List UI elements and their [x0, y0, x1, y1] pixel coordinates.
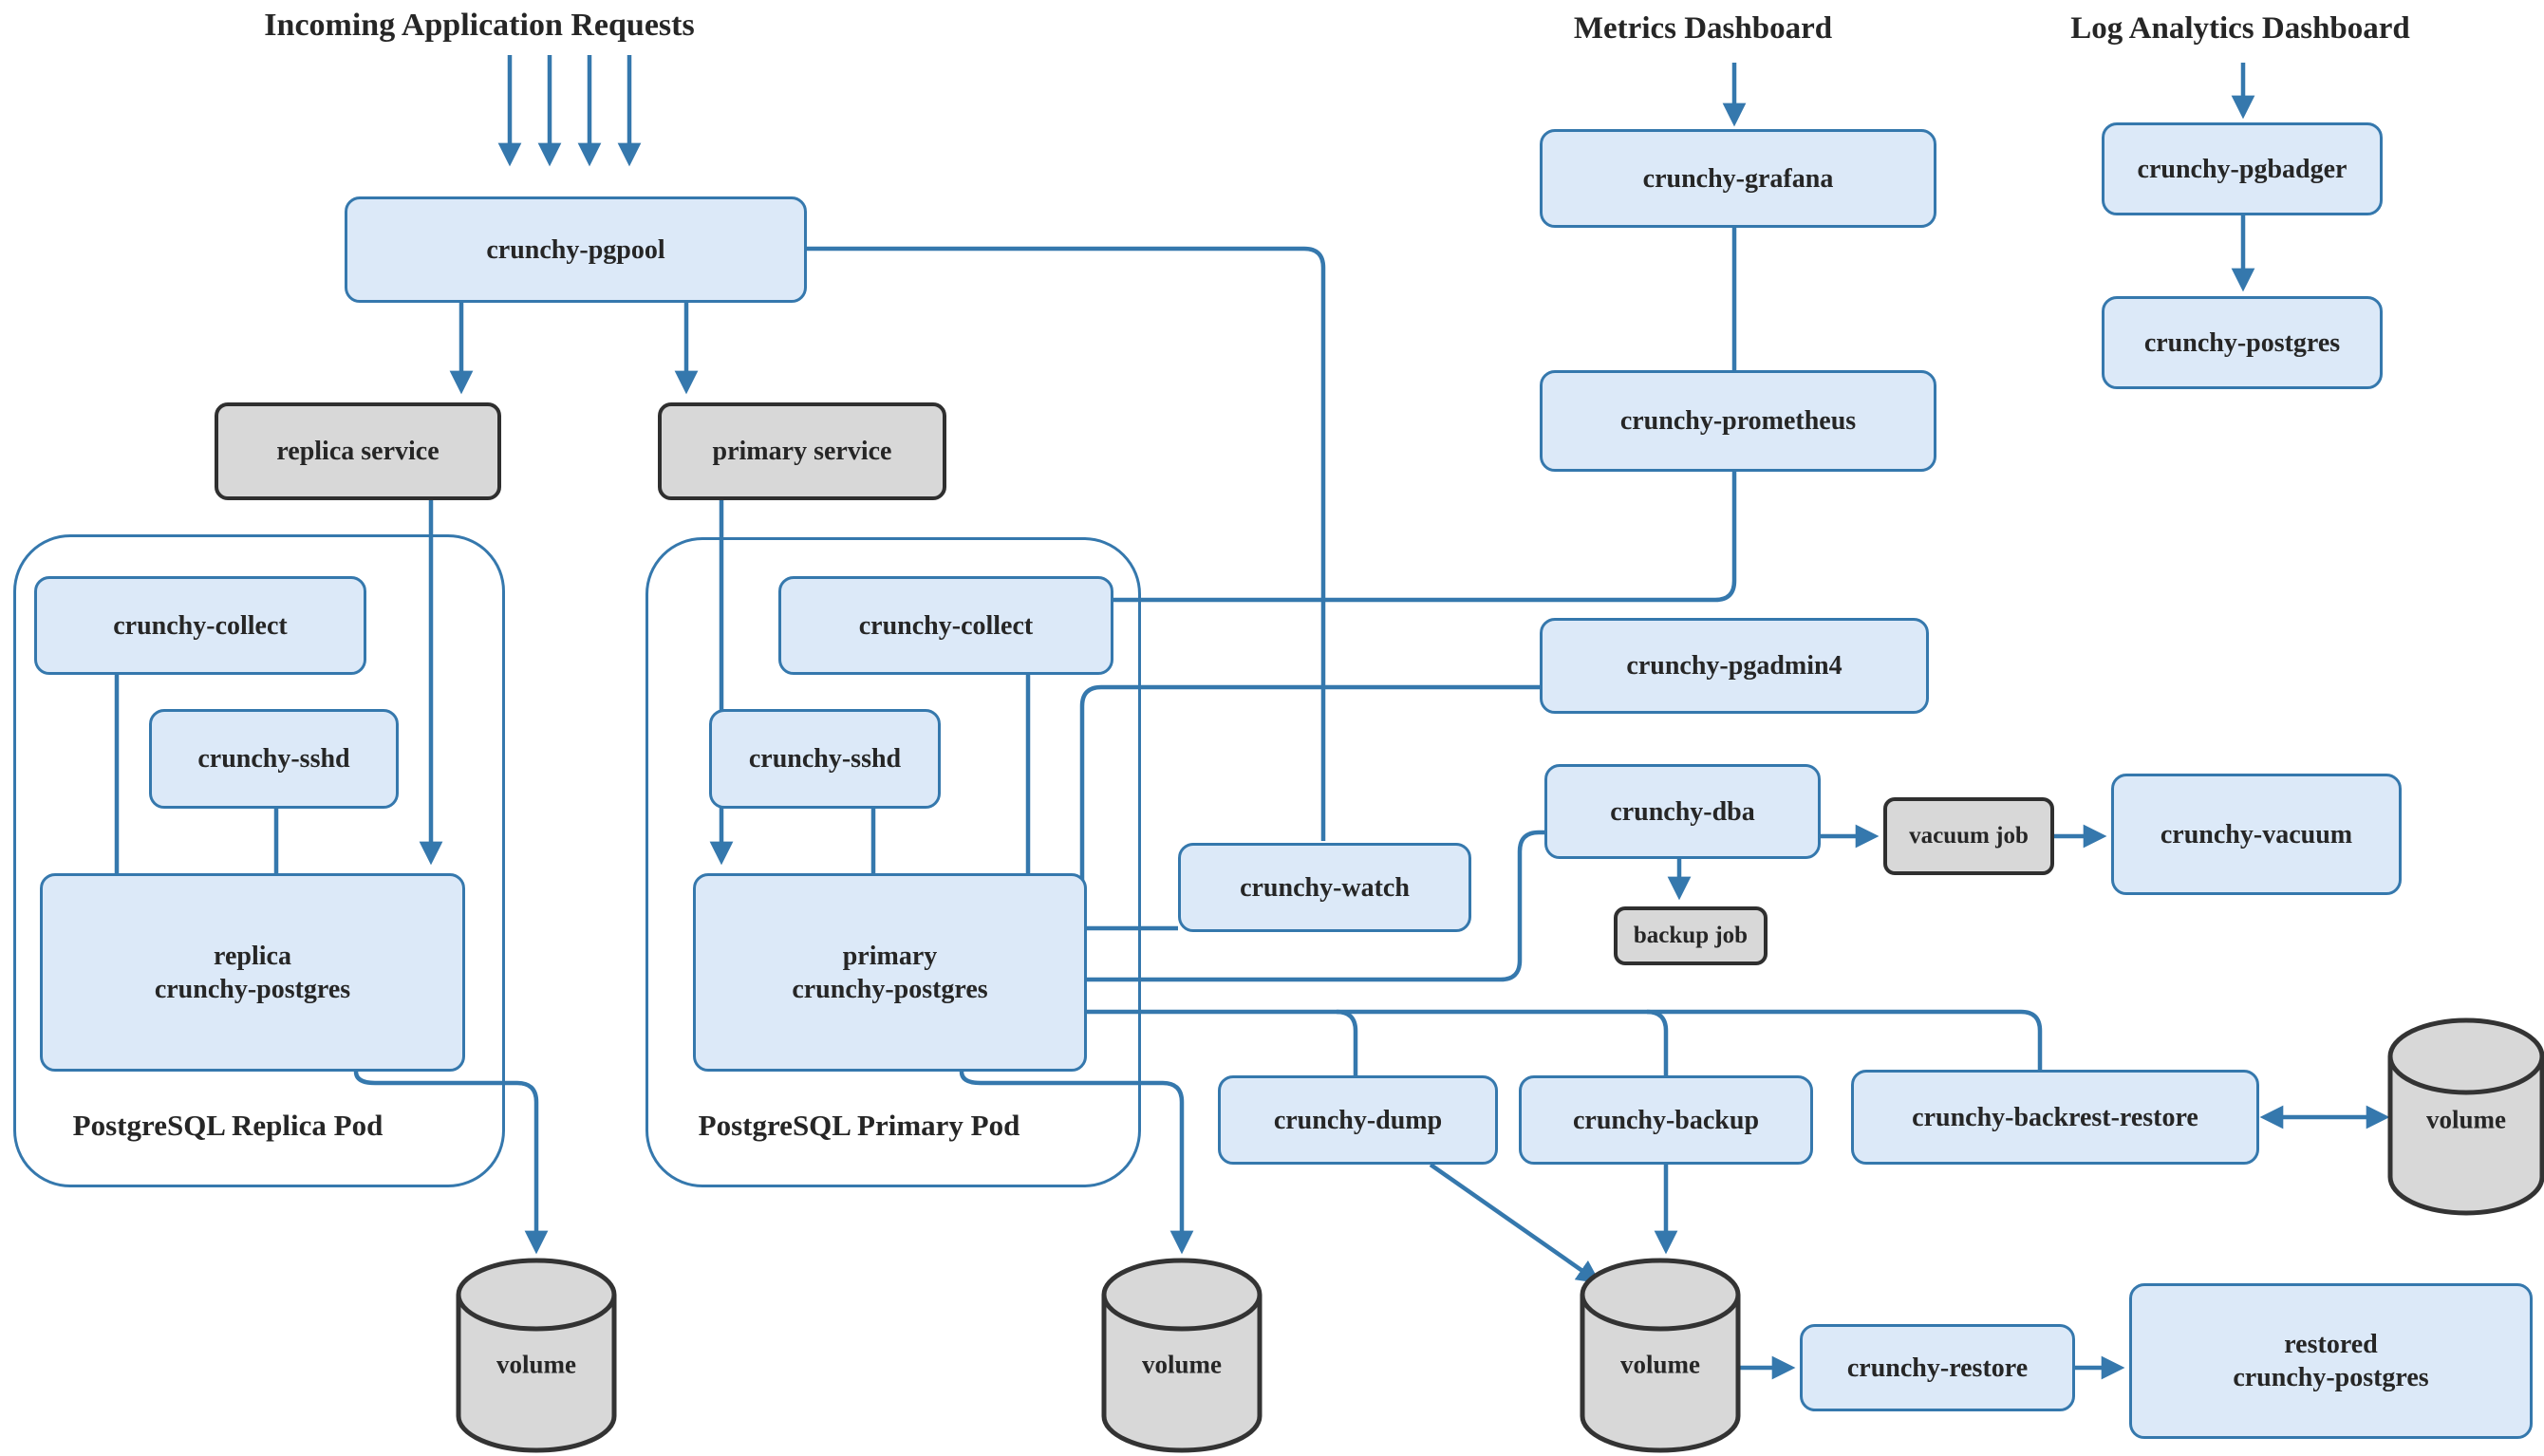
node-crunchy-backup: crunchy-backup — [1519, 1075, 1813, 1165]
node-replica-crunchy-postgres: replica crunchy-postgres — [40, 873, 465, 1072]
volume-cylinder-backup — [1580, 1258, 1741, 1453]
node-replica-crunchy-sshd: crunchy-sshd — [149, 709, 399, 809]
volume-label-backrest: volume — [2426, 1105, 2506, 1134]
node-crunchy-grafana: crunchy-grafana — [1540, 129, 1936, 228]
node-primary-crunchy-collect: crunchy-collect — [778, 576, 1113, 675]
replica-pod-label: PostgreSQL Replica Pod — [72, 1109, 383, 1142]
incoming-requests-title: Incoming Application Requests — [264, 8, 695, 43]
edge-pgpool-watch — [807, 246, 1326, 841]
log-analytics-dashboard-title: Log Analytics Dashboard — [2070, 11, 2410, 46]
node-restored-crunchy-postgres: restored crunchy-postgres — [2129, 1283, 2533, 1439]
node-primary-service: primary service — [658, 402, 946, 500]
metrics-dashboard-title: Metrics Dashboard — [1573, 11, 1833, 46]
postgresql-replica-pod-container — [13, 534, 505, 1187]
node-vacuum-job: vacuum job — [1883, 797, 2054, 875]
node-label-line: crunchy-postgres — [154, 974, 351, 1004]
node-replica-crunchy-collect: crunchy-collect — [34, 576, 366, 675]
edge-replica-postgres-volume — [353, 1071, 549, 1255]
node-crunchy-pgbadger: crunchy-pgbadger — [2102, 122, 2383, 215]
node-label-line: crunchy-postgres — [2233, 1363, 2429, 1392]
edge-dump-volume — [1429, 1163, 1601, 1284]
node-label-line: restored — [2284, 1330, 2378, 1359]
edge-postgres-pgadmin4 — [1079, 684, 1540, 909]
volume-label-replica: volume — [496, 1350, 576, 1379]
primary-pod-label: PostgreSQL Primary Pod — [698, 1109, 1020, 1142]
node-crunchy-backrest-restore: crunchy-backrest-restore — [1851, 1070, 2259, 1165]
node-crunchy-vacuum: crunchy-vacuum — [2111, 774, 2402, 895]
node-replica-service: replica service — [215, 402, 501, 500]
volume-label-backup: volume — [1620, 1350, 1700, 1379]
volume-cylinder-backrest — [2387, 1017, 2544, 1216]
edge-branch-backup — [1646, 1009, 1669, 1075]
node-crunchy-watch: crunchy-watch — [1178, 843, 1471, 932]
node-crunchy-prometheus: crunchy-prometheus — [1540, 370, 1936, 472]
node-backup-job: backup job — [1614, 906, 1768, 965]
volume-label-primary: volume — [1142, 1350, 1222, 1379]
node-crunchy-dump: crunchy-dump — [1218, 1075, 1498, 1165]
node-label-line: replica — [214, 941, 291, 971]
volume-cylinder-replica — [456, 1258, 617, 1453]
edge-collect-prometheus — [1113, 472, 1737, 603]
node-label-line: crunchy-postgres — [792, 974, 988, 1004]
node-log-analytics-crunchy-postgres: crunchy-postgres — [2102, 296, 2383, 389]
volume-cylinder-primary — [1101, 1258, 1263, 1453]
edge-branch-dump — [1336, 1009, 1358, 1075]
edge-primary-postgres-volume — [959, 1071, 1194, 1255]
node-crunchy-restore: crunchy-restore — [1800, 1324, 2075, 1411]
node-crunchy-pgadmin4: crunchy-pgadmin4 — [1540, 618, 1929, 714]
edge-postgres-backrest — [1087, 1009, 2043, 1070]
node-crunchy-pgpool: crunchy-pgpool — [345, 196, 807, 303]
node-primary-crunchy-sshd: crunchy-sshd — [709, 709, 941, 809]
node-crunchy-dba: crunchy-dba — [1544, 764, 1821, 859]
postgresql-primary-pod-container — [645, 537, 1141, 1187]
node-label-line: primary — [842, 941, 938, 971]
edge-postgres-dba — [1087, 830, 1544, 982]
node-primary-crunchy-postgres: primary crunchy-postgres — [693, 873, 1087, 1072]
